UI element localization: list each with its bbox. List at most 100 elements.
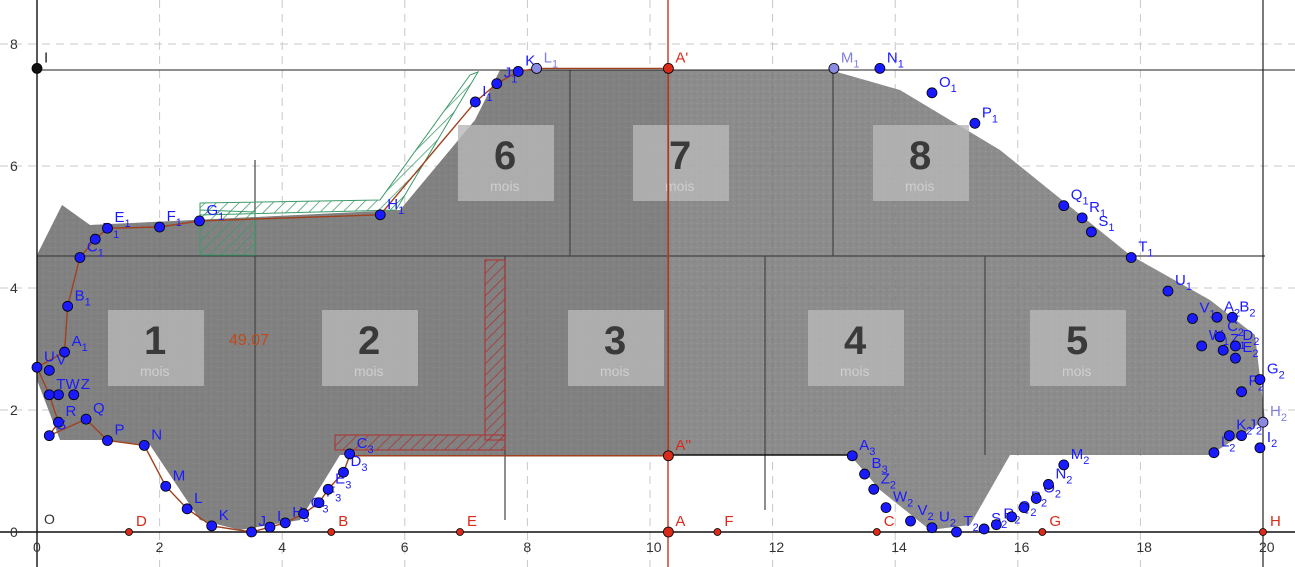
point-marker[interactable] — [1038, 528, 1047, 536]
point-J[interactable]: J — [246, 513, 266, 538]
point-marker[interactable] — [905, 515, 916, 527]
point-marker[interactable] — [978, 523, 990, 535]
point-marker[interactable] — [1230, 340, 1241, 352]
point-I[interactable]: I — [31, 49, 48, 74]
point-O1[interactable]: O1 — [926, 74, 957, 99]
point-marker[interactable] — [1085, 226, 1097, 238]
point-marker[interactable] — [713, 528, 722, 536]
point-marker[interactable] — [181, 503, 193, 515]
point-marker[interactable] — [344, 448, 356, 460]
point-marker[interactable] — [1196, 340, 1208, 352]
point-H[interactable]: H — [1259, 513, 1281, 536]
point-marker[interactable] — [859, 468, 870, 480]
point-marker[interactable] — [43, 389, 55, 401]
point-marker[interactable] — [59, 346, 70, 358]
point-A''[interactable]: A'' — [662, 437, 691, 462]
point-marker[interactable] — [43, 430, 55, 442]
point-C[interactable]: C — [872, 513, 895, 536]
point-M[interactable]: M — [160, 467, 186, 492]
point-marker[interactable] — [160, 480, 172, 492]
point-R[interactable]: R — [53, 403, 76, 428]
point-marker[interactable] — [1254, 442, 1266, 454]
point-marker[interactable] — [1236, 386, 1247, 398]
point-B[interactable]: B — [327, 513, 349, 536]
point-marker[interactable] — [194, 215, 205, 227]
point-marker[interactable] — [1223, 430, 1235, 442]
point-marker[interactable] — [43, 364, 55, 376]
point-marker[interactable] — [68, 389, 80, 401]
point-marker[interactable] — [138, 439, 150, 451]
point-marker[interactable] — [102, 435, 113, 446]
point-A'[interactable]: A' — [662, 49, 688, 74]
point-marker[interactable] — [1018, 502, 1030, 514]
point-Q1[interactable]: Q1 — [1058, 187, 1089, 212]
point-marker[interactable] — [1187, 313, 1198, 324]
point-marker[interactable] — [662, 526, 674, 538]
point-marker[interactable] — [1058, 200, 1070, 212]
point-marker[interactable] — [322, 483, 334, 495]
point-S[interactable]: S — [43, 417, 66, 442]
point-marker[interactable] — [491, 78, 503, 90]
point-marker[interactable] — [154, 221, 166, 233]
point-Q[interactable]: Q — [80, 400, 105, 425]
point-marker[interactable] — [868, 483, 880, 495]
point-D[interactable]: D — [125, 513, 147, 536]
point-E[interactable]: E — [456, 513, 477, 536]
point-marker[interactable] — [125, 528, 133, 536]
point-marker[interactable] — [31, 63, 43, 74]
point-marker[interactable] — [990, 519, 1002, 531]
point-G[interactable]: G — [1038, 513, 1061, 536]
point-F[interactable]: F — [713, 513, 734, 536]
point-I2[interactable]: I2 — [1254, 429, 1277, 454]
point-K[interactable]: K — [206, 507, 229, 532]
point-marker[interactable] — [1211, 311, 1223, 323]
point-marker[interactable] — [246, 526, 257, 538]
point-marker[interactable] — [206, 520, 218, 532]
point-marker[interactable] — [872, 528, 881, 536]
point-T1[interactable]: T1 — [1125, 239, 1154, 263]
point-marker[interactable] — [969, 117, 981, 129]
point-marker[interactable] — [1006, 511, 1018, 523]
point-marker[interactable] — [456, 528, 464, 536]
point-marker[interactable] — [1254, 374, 1266, 385]
point-W[interactable]: W — [53, 376, 80, 401]
point-marker[interactable] — [374, 209, 386, 221]
point-marker[interactable] — [74, 252, 86, 263]
point-marker[interactable] — [874, 63, 886, 74]
point-marker[interactable] — [53, 416, 64, 428]
point-marker[interactable] — [1259, 528, 1267, 536]
point-marker[interactable] — [662, 63, 674, 74]
point-marker[interactable] — [662, 450, 674, 462]
point-marker[interactable] — [469, 96, 481, 108]
point-marker[interactable] — [338, 466, 349, 478]
point-U1[interactable]: U1 — [1162, 272, 1192, 297]
point-P[interactable]: P — [102, 422, 125, 446]
point-N2[interactable]: N2 — [1043, 465, 1072, 490]
point-B2[interactable]: B2 — [1226, 298, 1255, 323]
point-marker[interactable] — [62, 300, 74, 312]
point-P1[interactable]: P1 — [969, 104, 998, 129]
point-marker[interactable] — [1230, 352, 1241, 364]
point-marker[interactable] — [1257, 416, 1269, 428]
point-marker[interactable] — [880, 502, 892, 514]
point-marker[interactable] — [80, 413, 92, 425]
point-marker[interactable] — [1226, 311, 1238, 323]
point-A[interactable]: A — [662, 513, 685, 538]
point-marker[interactable] — [1030, 493, 1042, 504]
point-marker[interactable] — [846, 450, 858, 462]
point-marker[interactable] — [1208, 447, 1220, 459]
point-Z[interactable]: Z — [68, 376, 90, 401]
point-marker[interactable] — [926, 522, 938, 534]
point-N[interactable]: N — [138, 426, 162, 451]
point-marker[interactable] — [279, 517, 291, 529]
point-T[interactable]: T — [43, 376, 65, 401]
point-marker[interactable] — [1214, 331, 1226, 343]
point-I1b[interactable]: I1 — [469, 83, 493, 108]
point-marker[interactable] — [102, 222, 113, 234]
point-marker[interactable] — [327, 528, 336, 536]
point-L[interactable]: L — [181, 490, 203, 515]
point-marker[interactable] — [313, 497, 325, 509]
point-marker[interactable] — [1058, 459, 1070, 471]
point-marker[interactable] — [1236, 430, 1247, 442]
